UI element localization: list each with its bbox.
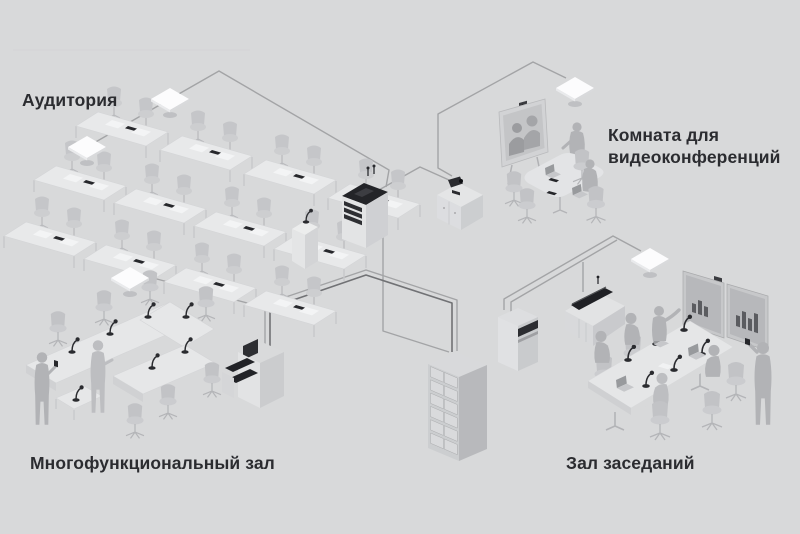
podium-icon: [292, 208, 318, 269]
auditorium-room: [4, 87, 420, 338]
cable-rack-to-camera: [376, 166, 450, 192]
handheld-mic-icon: [54, 360, 58, 368]
desk-mic-icon: [546, 191, 557, 196]
ptz-camera-icon: [448, 176, 463, 196]
desk-mic-icon: [548, 178, 559, 183]
server-rack-icon: [428, 352, 487, 461]
presenter-person: [745, 338, 772, 425]
cable-meeting-2: [510, 239, 618, 313]
room-label-auditorium: Аудитория: [22, 90, 117, 110]
room-label-multifunctional: Многофункциональный зал: [30, 453, 275, 473]
soundbar-icon: [571, 275, 613, 310]
mf-people: [34, 340, 114, 425]
room-label-meeting: Зал заседаний: [566, 453, 695, 473]
multifunctional-hall: [25, 269, 284, 439]
cable-avrack-to-center: [382, 203, 450, 353]
cable-vc-speaker: [437, 61, 567, 177]
vc-display-icon: [498, 98, 549, 185]
meeting-people: [594, 306, 772, 441]
cable-mfhall-2: [269, 274, 453, 355]
equipment-rack-icon: [498, 308, 538, 371]
meeting-room: [565, 270, 772, 441]
central-equipment: [428, 308, 538, 461]
cable-mfhall-1: [264, 269, 458, 352]
mf-rack-icon: [222, 339, 284, 408]
remote-icon: [745, 338, 750, 346]
camera-cabinet-icon: [437, 176, 483, 230]
dual-displays-icon: [682, 270, 769, 352]
videoconference-room: [437, 98, 607, 230]
cable-meeting-1: [503, 235, 642, 310]
av-rack-icon: [342, 164, 388, 248]
gesturing-person: [652, 306, 681, 341]
vc-people: [561, 122, 607, 224]
room-label-videoconference-line2: видеоконференций: [608, 147, 781, 167]
room-label-videoconference-line1: Комната для: [608, 125, 719, 145]
